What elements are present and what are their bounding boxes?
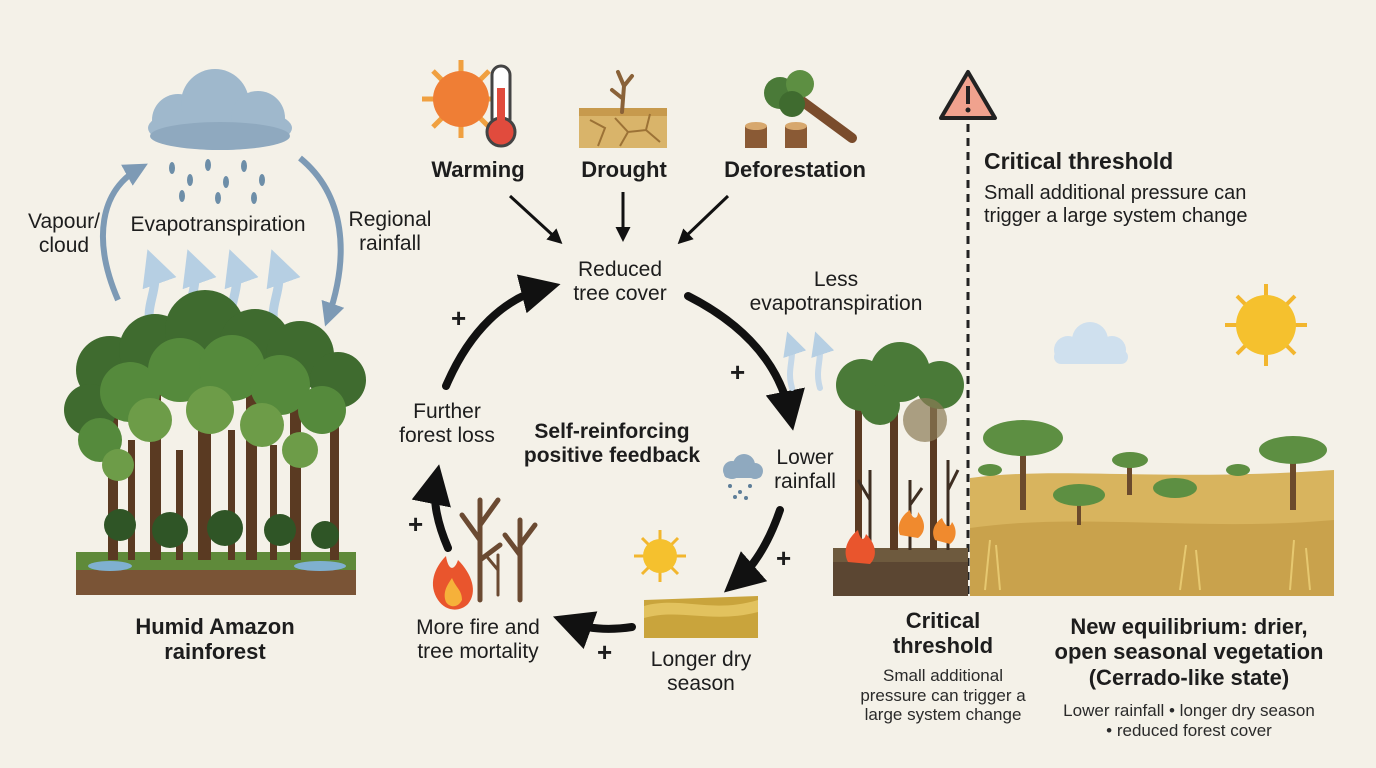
degraded-forest (833, 342, 968, 596)
deforestation-label: Deforestation (724, 157, 866, 182)
vapour-label: Vapour/cloud (28, 210, 100, 258)
plus-sign: + (730, 357, 746, 387)
drought-label: Drought (581, 157, 667, 182)
savanna-landscape (970, 420, 1334, 596)
rain-icon (723, 454, 763, 500)
rainforest-ground (76, 552, 356, 595)
fire-icon (432, 556, 473, 610)
dead-tree-icon (459, 497, 538, 603)
rain-icon (169, 159, 265, 204)
sun-icon (634, 530, 686, 582)
feedback-loop-arrows (411, 274, 805, 649)
less-evapotranspiration-arrows (783, 331, 835, 391)
evapotranspiration-label: Evapotranspiration (130, 213, 306, 236)
thermometer-icon (485, 64, 517, 148)
vapour-arrow (99, 163, 148, 302)
cloud-icon (1054, 322, 1128, 364)
sun-icon (1225, 284, 1307, 366)
plus-sign: + (597, 637, 613, 667)
plus-sign: + (451, 303, 467, 333)
rainfall-arrow (298, 155, 345, 327)
dry-tree-icon (579, 70, 667, 148)
plus-sign: + (408, 509, 424, 539)
warning-icon (939, 70, 997, 120)
sun-icon (422, 60, 500, 138)
equilibrium-title: New equilibrium: drier,open seasonal veg… (1054, 614, 1324, 690)
plus-sign: + (776, 543, 792, 573)
dry-field-icon (644, 596, 758, 638)
threshold-title: Critical threshold (984, 148, 1174, 174)
driver-arrows (508, 192, 730, 245)
warming-label: Warming (431, 157, 525, 182)
cloud-icon (148, 69, 292, 150)
equilibrium-text: Lower rainfall • longer dry season• redu… (1063, 701, 1315, 740)
rainforest-trees (64, 290, 366, 560)
tree-stump-icon (745, 70, 857, 148)
